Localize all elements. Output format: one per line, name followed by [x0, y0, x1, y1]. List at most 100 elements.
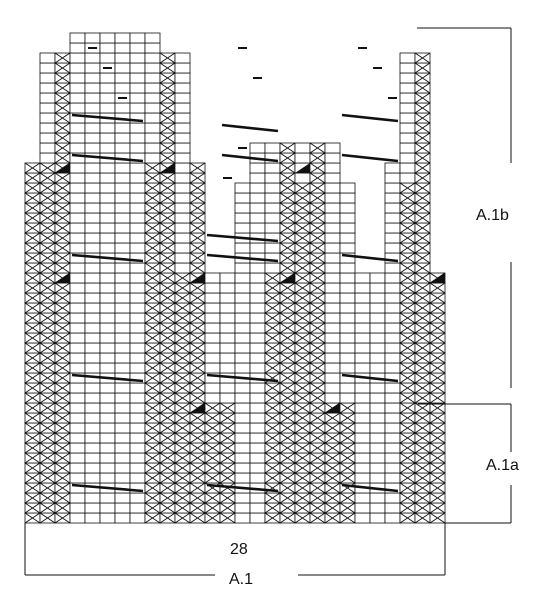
chart-cell	[114, 132, 131, 144]
cable-slash-icon	[221, 123, 279, 133]
cross-stitch-icon	[174, 472, 191, 484]
cross-stitch-icon	[309, 172, 326, 184]
chart-cell	[114, 102, 131, 114]
cross-stitch-icon	[39, 182, 56, 194]
chart-cell	[369, 412, 386, 424]
cross-stitch-icon	[174, 322, 191, 334]
chart-cell	[324, 202, 341, 214]
chart-cell	[99, 92, 116, 104]
chart-cell	[234, 362, 251, 374]
chart-cell	[129, 222, 146, 234]
cross-stitch-icon	[159, 412, 176, 424]
cross-stitch-icon	[144, 342, 161, 354]
chart-cell	[234, 222, 251, 234]
cross-stitch-icon	[294, 292, 311, 304]
chart-cell	[84, 212, 101, 224]
chart-cell	[219, 352, 236, 364]
chart-cell	[84, 422, 101, 434]
cross-stitch-icon	[339, 402, 356, 414]
cross-stitch-icon	[279, 312, 296, 324]
cross-stitch-icon	[39, 272, 56, 284]
cross-stitch-icon	[414, 482, 431, 494]
chart-cell	[384, 422, 401, 434]
cross-stitch-icon	[279, 482, 296, 494]
cross-stitch-icon	[429, 442, 446, 454]
cross-stitch-icon	[309, 212, 326, 224]
cross-stitch-icon	[54, 142, 71, 154]
cross-stitch-icon	[39, 452, 56, 464]
cross-stitch-icon	[309, 162, 326, 174]
cross-stitch-icon	[324, 492, 341, 504]
chart-cell	[324, 312, 341, 324]
chart-cell	[384, 232, 401, 244]
chart-cell	[249, 512, 266, 524]
cross-stitch-icon	[279, 512, 296, 524]
cross-stitch-icon	[339, 462, 356, 474]
chart-cell	[384, 292, 401, 304]
cable-slash-icon	[71, 253, 144, 263]
triangle-decrease-icon	[280, 273, 295, 283]
cross-stitch-icon	[414, 352, 431, 364]
chart-cell	[39, 62, 56, 74]
chart-cell	[384, 492, 401, 504]
cross-stitch-icon	[39, 382, 56, 394]
cross-stitch-icon	[429, 332, 446, 344]
cross-stitch-icon	[309, 152, 326, 164]
cross-stitch-icon	[189, 452, 206, 464]
chart-cell	[99, 162, 116, 174]
cross-stitch-icon	[414, 492, 431, 504]
chart-cell	[384, 452, 401, 464]
chart-cell	[249, 312, 266, 324]
cross-stitch-icon	[189, 182, 206, 194]
cross-stitch-icon	[54, 92, 71, 104]
chart-cell	[339, 392, 356, 404]
chart-cell	[204, 272, 221, 284]
cross-stitch-icon	[24, 412, 41, 424]
chart-cell	[384, 362, 401, 374]
cross-stitch-icon	[324, 482, 341, 494]
cross-stitch-icon	[159, 212, 176, 224]
chart-cell	[129, 182, 146, 194]
chart-cell	[354, 362, 371, 374]
cross-stitch-icon	[144, 262, 161, 274]
chart-cell	[84, 262, 101, 274]
chart-cell	[69, 52, 86, 64]
chart-cell	[69, 392, 86, 404]
chart-cell	[174, 252, 191, 264]
cross-stitch-icon	[264, 352, 281, 364]
cross-stitch-icon	[414, 292, 431, 304]
cross-stitch-icon	[279, 222, 296, 234]
cross-stitch-icon	[399, 262, 416, 274]
chart-cell	[69, 442, 86, 454]
cross-stitch-icon	[309, 502, 326, 514]
chart-cell	[204, 392, 221, 404]
chart-cell	[234, 282, 251, 294]
chart-cell	[339, 302, 356, 314]
chart-cell	[234, 192, 251, 204]
chart-cell	[249, 422, 266, 434]
cross-stitch-icon	[159, 112, 176, 124]
cross-stitch-icon	[429, 422, 446, 434]
chart-cell	[354, 402, 371, 414]
chart-cell	[129, 442, 146, 454]
chart-cell	[324, 272, 341, 284]
chart-cell	[234, 382, 251, 394]
chart-cell	[174, 132, 191, 144]
cross-stitch-icon	[414, 432, 431, 444]
cross-stitch-icon	[414, 192, 431, 204]
chart-cell	[69, 272, 86, 284]
cross-stitch-icon	[24, 462, 41, 474]
cross-stitch-icon	[339, 422, 356, 434]
chart-cell	[69, 232, 86, 244]
cross-stitch-icon	[309, 292, 326, 304]
cross-stitch-icon	[414, 202, 431, 214]
cross-stitch-icon	[39, 502, 56, 514]
chart-cell	[354, 292, 371, 304]
chart-cell	[144, 152, 161, 164]
cross-stitch-icon	[174, 352, 191, 364]
chart-cell	[249, 142, 266, 154]
chart-cell	[144, 102, 161, 114]
chart-cell	[114, 312, 131, 324]
chart-cell	[84, 202, 101, 214]
cross-stitch-icon	[159, 142, 176, 154]
